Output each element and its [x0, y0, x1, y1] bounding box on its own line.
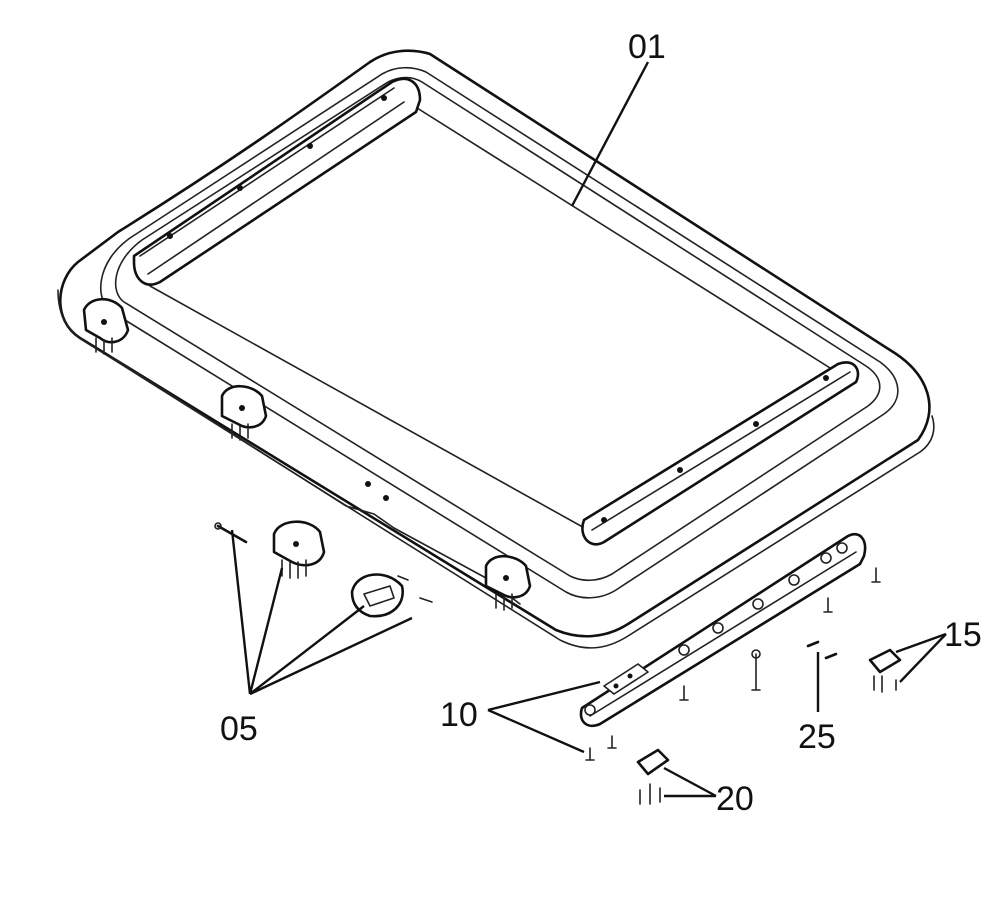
mounted-hinge-middle: [220, 384, 268, 441]
skylight-frame: [57, 49, 935, 649]
leader-lines: [230, 61, 947, 798]
side-clip: [868, 648, 902, 693]
latch-handle: [350, 573, 433, 618]
hinge-pin: [214, 522, 248, 544]
pins: [806, 640, 838, 660]
label-10: 10: [440, 696, 478, 734]
hinge-bar: [579, 533, 867, 728]
bottom-clip: [636, 748, 670, 805]
label-20: 20: [716, 780, 754, 818]
screws: [585, 567, 881, 761]
label-05: 05: [220, 710, 258, 748]
top-left-rail: [132, 77, 422, 286]
label-01: 01: [628, 28, 666, 66]
label-15: 15: [944, 616, 982, 654]
bottom-right-rail: [581, 361, 860, 546]
mounted-hinge-right: [484, 554, 532, 611]
label-25: 25: [798, 718, 836, 756]
mounted-hinge-left: [82, 297, 130, 355]
